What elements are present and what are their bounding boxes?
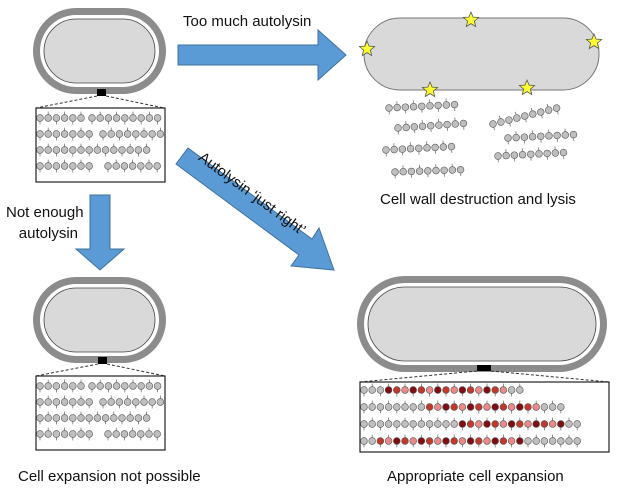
peptidoglycan-strand (36, 111, 85, 125)
peptidoglycan-strand (99, 395, 165, 409)
arrow-too-much (177, 28, 347, 82)
arrow-just-right (175, 147, 335, 271)
autolysin-star-icon (358, 39, 376, 57)
label-cell-wall-destruction: Cell wall destruction and lysis (380, 191, 576, 208)
peptidoglycan-strand (88, 111, 162, 125)
autolysin-star-icon (421, 80, 439, 98)
cell-top-left (33, 8, 166, 183)
peptidoglycan-strand (104, 159, 161, 173)
peptidoglycan-strand (360, 417, 581, 431)
cell-lysed (358, 10, 603, 179)
autolysin-star-icon (518, 78, 536, 96)
label-too-much-autolysin: Too much autolysin (183, 13, 312, 30)
label-appropriate-cell-expansion: Appropriate cell expansion (387, 468, 564, 485)
peptidoglycan-strand (36, 143, 151, 157)
peptidoglycan-strand (360, 383, 524, 397)
cell-expanded (357, 276, 610, 453)
autolysin-star-icon (585, 32, 603, 50)
peptidoglycan-strand (489, 103, 561, 131)
label-cell-expansion-not-possible: Cell expansion not possible (18, 468, 201, 485)
peptidoglycan-strand (360, 400, 565, 414)
peptidoglycan-strand (36, 159, 93, 173)
zoom-box-bottom-left (35, 375, 166, 451)
peptidoglycan-strand (36, 379, 85, 393)
peptidoglycan-strand (394, 117, 468, 135)
cell-bottom-left (33, 277, 166, 451)
peptidoglycan-strand (88, 379, 162, 393)
peptidoglycan-strand (36, 427, 93, 441)
label-not-enough-line2: autolysin (18, 225, 78, 242)
label-not-enough-line1: Not enough (6, 204, 84, 221)
peptidoglycan-strand (504, 128, 578, 145)
peptidoglycan-strand (104, 427, 161, 441)
autolysin-star-icon (462, 10, 480, 28)
peptidoglycan-strand (36, 411, 151, 425)
peptidoglycan-strand (382, 140, 456, 157)
peptidoglycan-strand (360, 434, 581, 448)
peptidoglycan-strand (391, 163, 465, 179)
peptidoglycan-strand (385, 98, 459, 115)
peptidoglycan-strand (36, 395, 93, 409)
zoom-box-top-left (35, 107, 166, 183)
peptidoglycan-strand (36, 127, 93, 141)
arrow-not-enough (74, 194, 126, 271)
zoom-box-bottom-right (359, 381, 610, 453)
peptidoglycan-strand (99, 127, 165, 141)
peptidoglycan-strand (494, 146, 568, 163)
